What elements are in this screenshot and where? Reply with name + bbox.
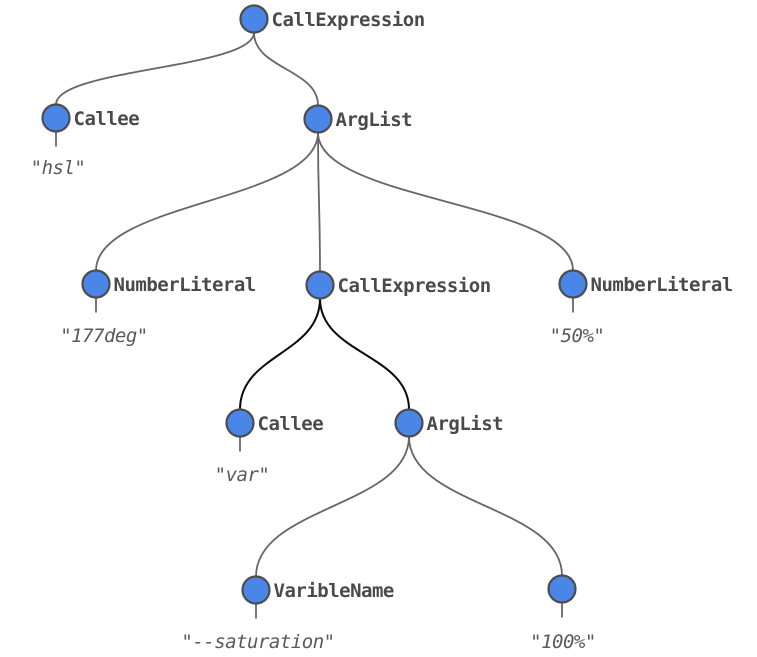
node-label-callee-var: Callee	[258, 413, 324, 435]
node-label-arglist-inner: ArgList	[427, 413, 504, 435]
node-varible-name	[241, 575, 271, 605]
edge-arglist-outer-to-call-expression-var	[317, 132, 321, 272]
node-number-literal-50pct	[558, 269, 588, 299]
edge-call-expression-var-to-arglist-inner	[319, 298, 410, 410]
node-label-varible-name: VaribleName	[274, 580, 394, 602]
node-call-expression-var	[305, 270, 335, 300]
edge-call-expression-root-to-callee-hsl	[55, 32, 255, 105]
edge-arglist-inner-to-varible-name	[255, 436, 410, 577]
edge-arglist-inner-to-fallback-value	[408, 436, 563, 576]
leaf-value-callee-var: "var"	[215, 464, 270, 486]
edge-call-expression-root-to-arglist-outer	[253, 32, 319, 106]
node-label-callee-hsl: Callee	[74, 108, 140, 130]
edge-call-expression-var-to-callee-var	[239, 298, 321, 410]
node-label-call-expression-root: CallExpression	[272, 9, 425, 31]
node-number-literal-177deg	[81, 269, 111, 299]
node-arglist-outer	[303, 104, 333, 134]
leaf-value-callee-hsl: "hsl"	[31, 157, 86, 179]
leaf-value-fallback-value: "100%"	[530, 631, 596, 653]
node-label-call-expression-var: CallExpression	[338, 275, 491, 297]
node-callee-hsl	[41, 103, 71, 133]
node-label-arglist-outer: ArgList	[336, 109, 413, 131]
edge-arglist-outer-to-number-literal-177deg	[95, 132, 319, 271]
node-callee-var	[225, 408, 255, 438]
edge-arglist-outer-to-number-literal-50pct	[317, 132, 574, 271]
node-call-expression-root	[239, 4, 269, 34]
leaf-value-number-literal-177deg: "177deg"	[60, 325, 148, 347]
leaf-value-number-literal-50pct: "50%"	[550, 325, 605, 347]
node-fallback-value	[547, 574, 577, 604]
node-label-number-literal-177deg: NumberLiteral	[114, 274, 256, 296]
leaf-value-varible-name: "--saturation"	[181, 631, 334, 653]
node-label-number-literal-50pct: NumberLiteral	[591, 274, 733, 296]
node-arglist-inner	[394, 408, 424, 438]
